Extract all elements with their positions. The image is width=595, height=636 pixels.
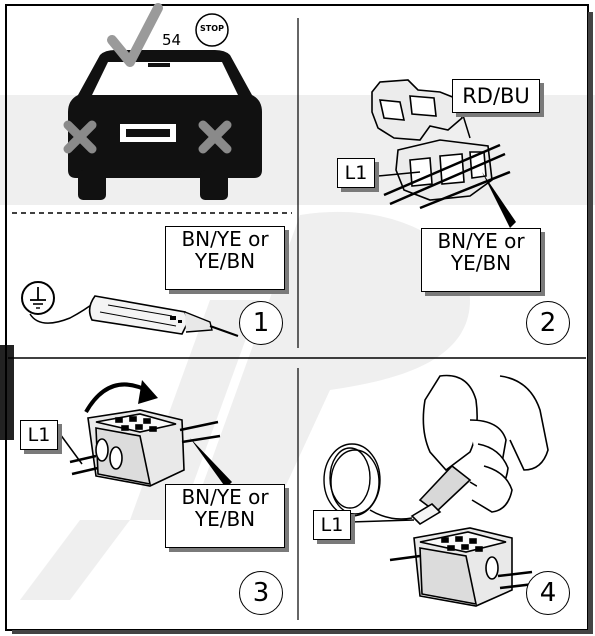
wire-label-l1-panel3: L1 — [20, 420, 58, 450]
leader-l1-panel3 — [60, 434, 82, 464]
wire-label-l1-panel2: L1 — [337, 158, 375, 188]
wire-label-l1-panel4: L1 — [313, 510, 351, 540]
connector-closed-drawing-4 — [414, 528, 512, 606]
ground-symbol-icon — [22, 282, 54, 314]
wire-label-line1: BN/YE or — [422, 231, 540, 253]
hand-with-pliers-icon — [412, 376, 548, 525]
connector-closed-drawing-3 — [88, 410, 184, 486]
wire-label-line2: YE/BN — [166, 251, 284, 273]
frame-shadow-bottom — [12, 630, 593, 634]
step-number-1: 1 — [239, 301, 283, 345]
wire-label-panel2: BN/YE or YE/BN — [421, 228, 541, 292]
wire-label-panel1: BN/YE or YE/BN — [165, 226, 285, 290]
cable-coil-icon — [324, 444, 380, 516]
car-rear-drawing — [68, 50, 262, 200]
step-number-3: 3 — [239, 571, 283, 615]
count-label: 54 — [162, 31, 181, 49]
step-number-2: 2 — [526, 301, 570, 345]
fold-arrowhead — [138, 380, 158, 404]
wire-label-panel3: BN/YE or YE/BN — [165, 484, 285, 548]
wire-label-line2: YE/BN — [422, 253, 540, 275]
wire-label-line1: BN/YE or — [166, 487, 284, 509]
stop-sign-text: STOP — [198, 24, 226, 33]
frame-shadow-right — [588, 12, 593, 633]
cable-run — [370, 510, 412, 519]
wire-label-rdbu: RD/BU — [452, 79, 540, 113]
wire-label-line1: BN/YE or — [166, 229, 284, 251]
leader-l1-panel4 — [350, 520, 414, 522]
step-number-4: 4 — [526, 571, 570, 615]
wire-label-line2: YE/BN — [166, 509, 284, 531]
